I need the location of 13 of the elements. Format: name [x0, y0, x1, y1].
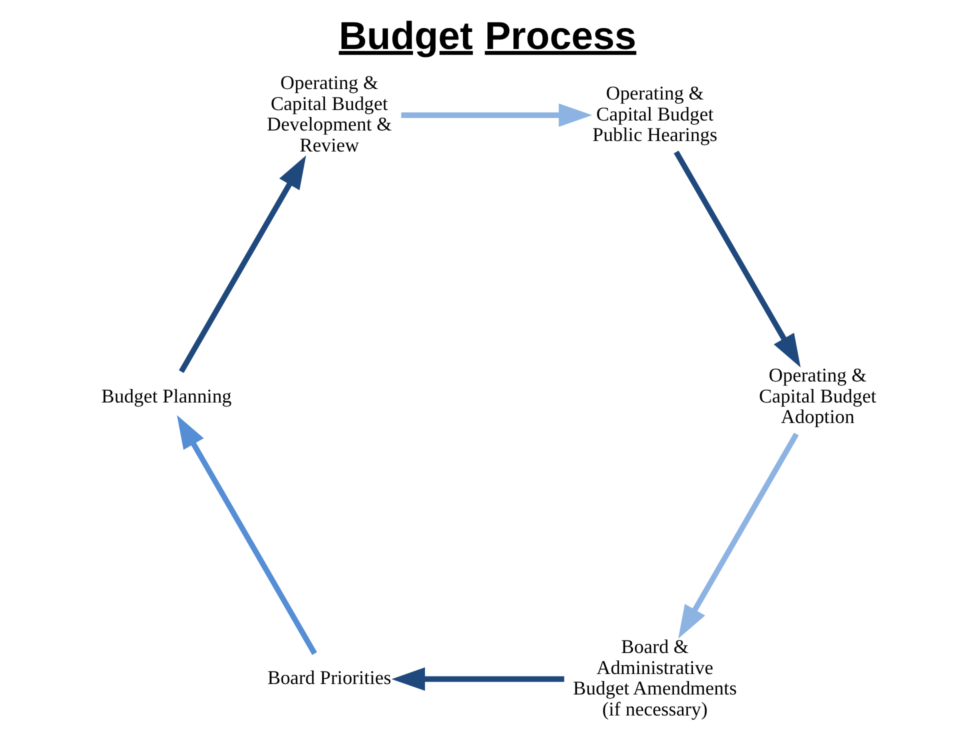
arrow — [391, 667, 564, 691]
node-text: Board Priorities — [266, 668, 391, 690]
arrow — [400, 103, 592, 127]
node-text: Budget Planning — [100, 386, 232, 408]
node-text: Operating & Capital Budget Adoption — [758, 365, 876, 428]
diagram-title: Budget Process — [338, 14, 636, 58]
node-text: Board & Administrative Budget Amendments (if necessary) — [572, 636, 736, 720]
node-text: Operating & Capital Budget Public Hearings — [592, 83, 717, 146]
node-text: Operating & Capital Budget Development & Review — [266, 73, 392, 157]
arrow — [678, 432, 798, 639]
arrow — [176, 415, 317, 655]
arrow — [178, 155, 306, 373]
arrow — [673, 150, 800, 368]
